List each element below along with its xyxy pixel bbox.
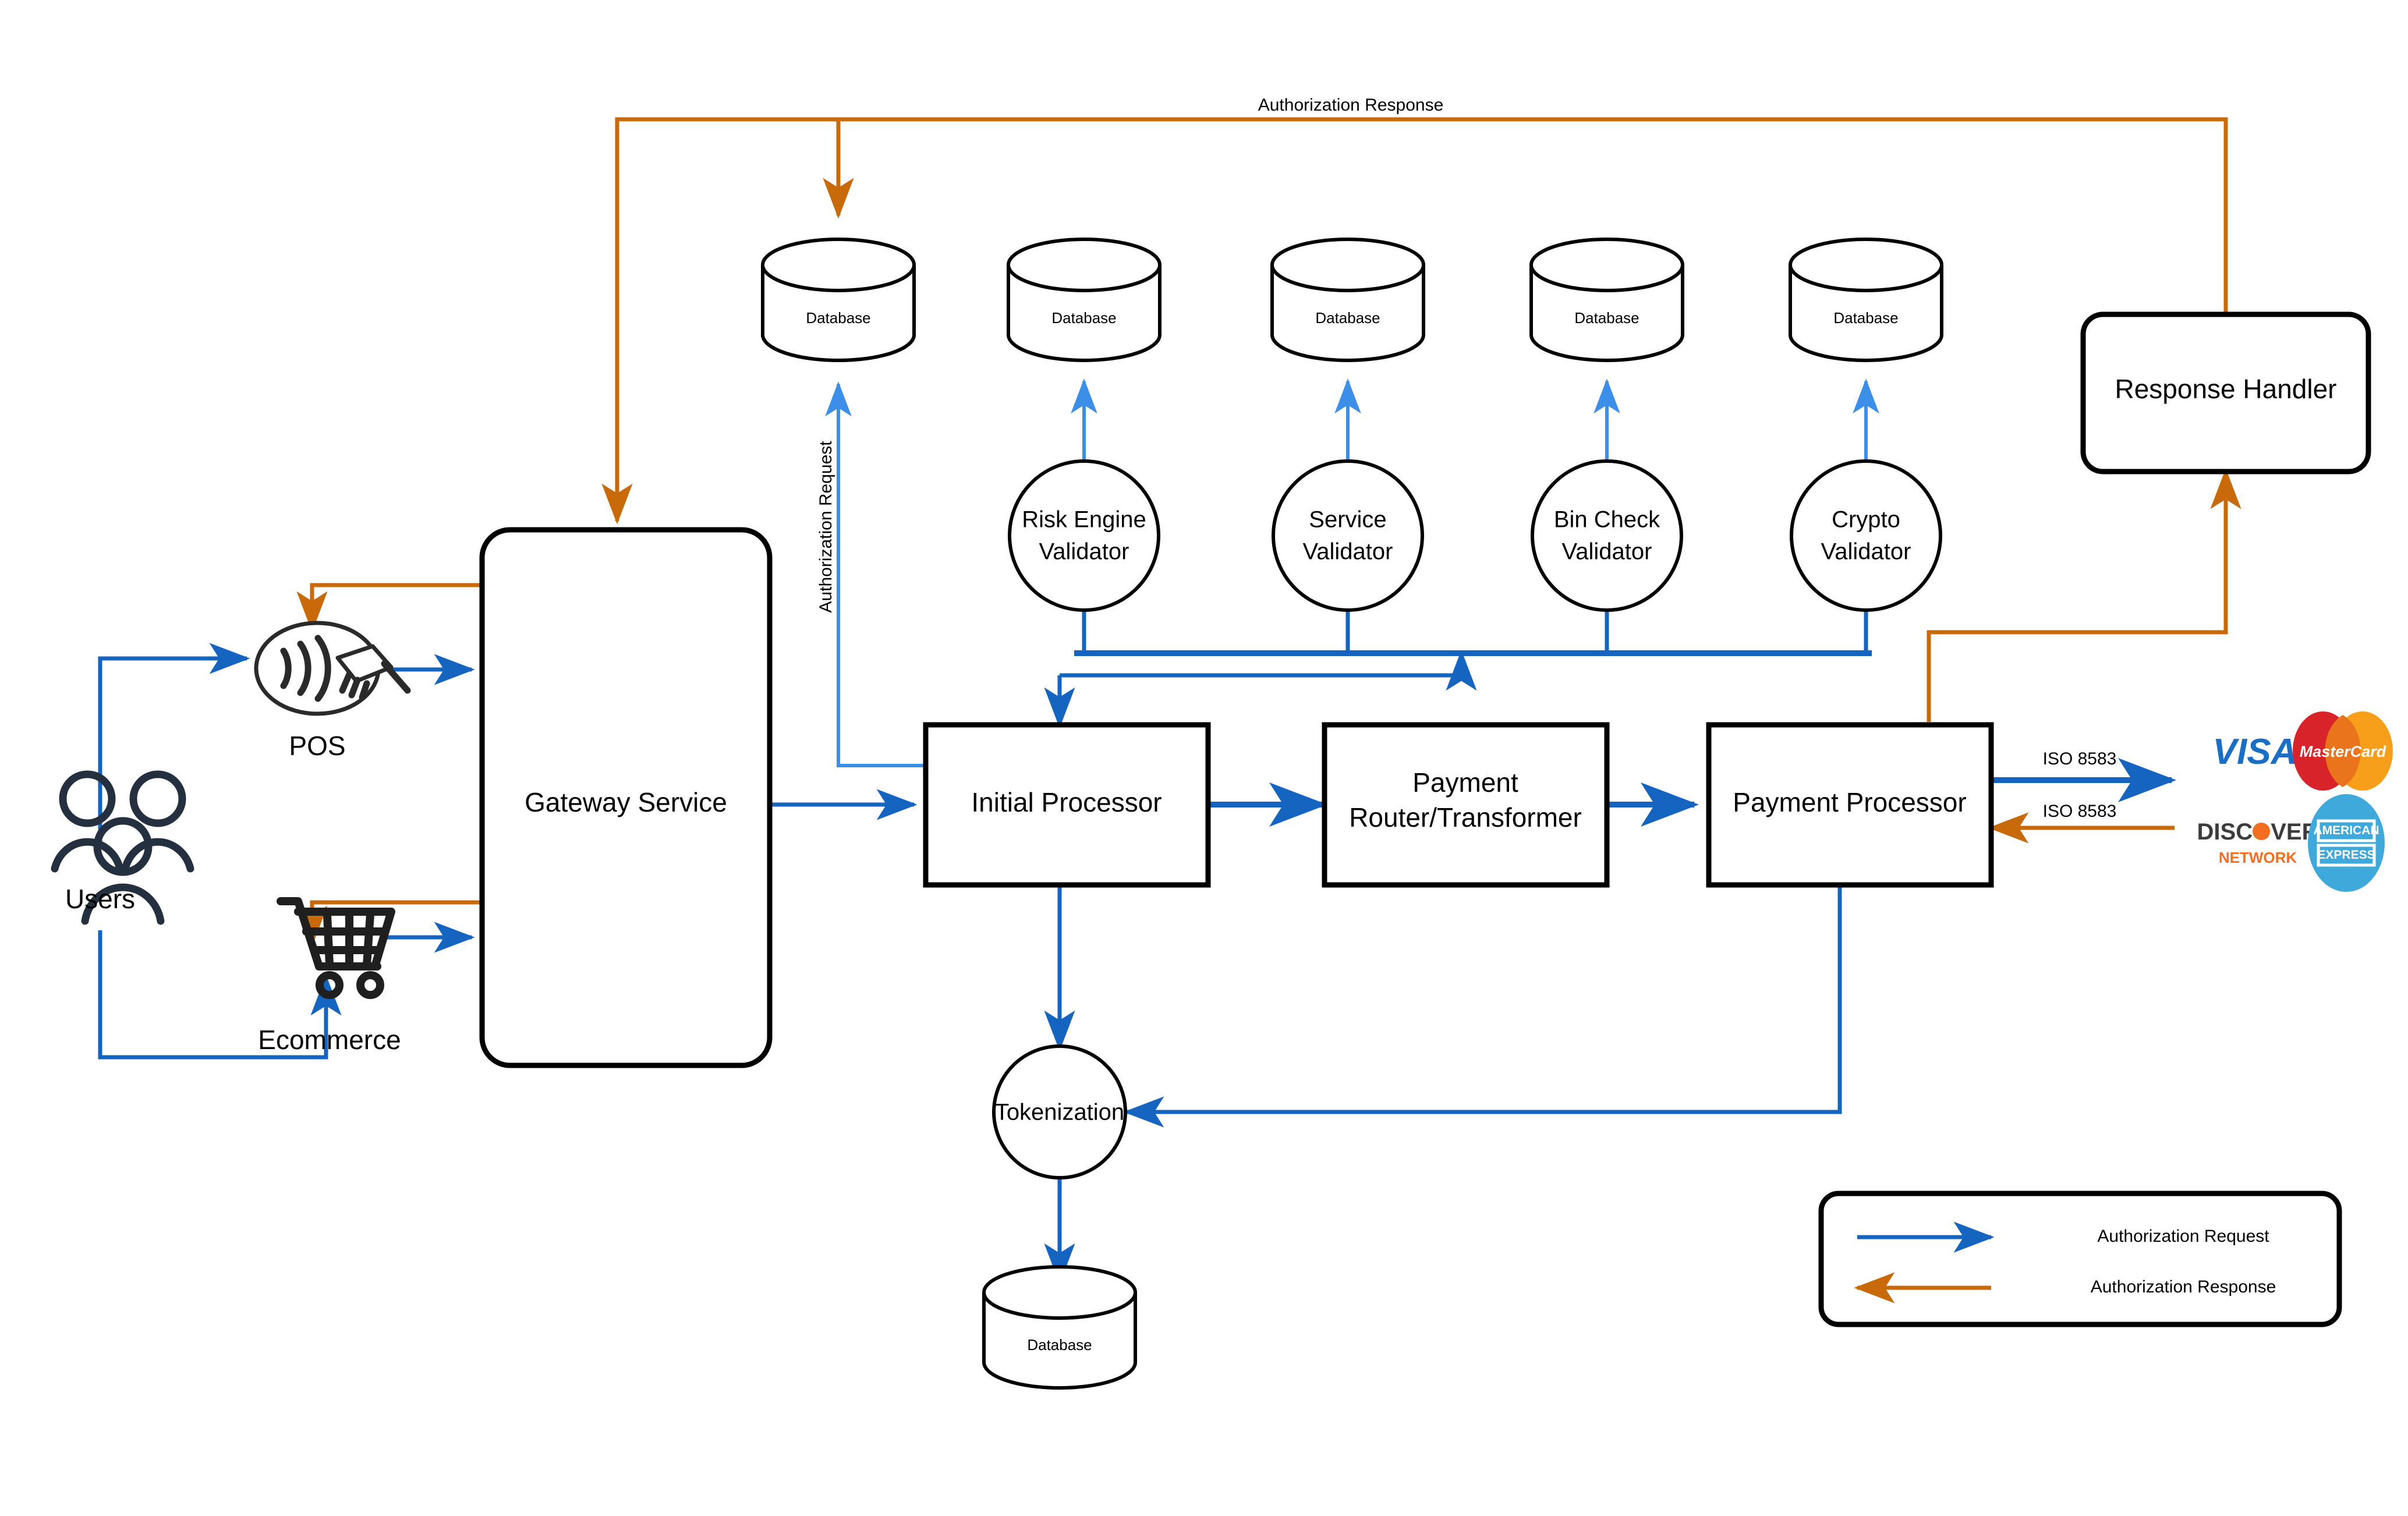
legend-authorization-request: Authorization Request <box>1857 1221 2269 1253</box>
edge-gateway-to-pos-response <box>296 583 482 632</box>
edge-payment-processor-to-response-handler <box>1927 468 2241 722</box>
node-payment-router-line2: Router/Transformer <box>1349 802 1582 833</box>
legend-authorization-request-label: Authorization Request <box>2097 1227 2269 1246</box>
edge-initial-processor-to-gateway-database <box>825 381 926 767</box>
node-payment-processor-label: Payment Processor <box>1733 787 1966 817</box>
node-initial-processor[interactable]: Initial Processor <box>923 722 1211 888</box>
db-gateway[interactable]: Database <box>761 238 916 362</box>
users-label: Users <box>65 884 135 914</box>
db-tokenization[interactable]: Database <box>982 1265 1137 1390</box>
edge-payment-processor-to-tokenization <box>1123 879 1842 1128</box>
node-payment-router-transformer[interactable]: Payment Router/Transformer <box>1322 722 1610 888</box>
validator-risk-engine[interactable]: Risk Engine Validator <box>1008 459 1160 612</box>
edge-users-to-pos <box>98 643 250 848</box>
node-response-handler-label: Response Handler <box>2115 374 2336 404</box>
validator-service-line1: Service <box>1309 507 1386 533</box>
db-service[interactable]: Database <box>1270 238 1425 362</box>
edge-users-to-ecommerce <box>98 930 342 1060</box>
legend-box <box>1818 1191 2342 1327</box>
shopping-cart-icon <box>277 897 395 999</box>
node-payment-router-line1: Payment <box>1412 767 1518 798</box>
validator-crypto-line1: Crypto <box>1832 507 1900 533</box>
validator-crypto[interactable]: Crypto Validator <box>1790 459 1942 612</box>
ecommerce-label: Ecommerce <box>258 1025 401 1055</box>
db-bin-check-label: Database <box>1574 309 1639 327</box>
mastercard-logo: MasterCard <box>2293 711 2393 791</box>
node-gateway-service-label: Gateway Service <box>525 787 727 817</box>
db-risk-engine[interactable]: Database <box>1007 238 1161 362</box>
users-group-icon <box>51 770 194 925</box>
node-payment-processor[interactable]: Payment Processor <box>1706 722 1994 888</box>
node-initial-processor-label: Initial Processor <box>971 787 1161 817</box>
validator-crypto-line2: Validator <box>1821 539 1911 565</box>
visa-logo: VISA <box>2213 732 2297 772</box>
edge-label-authorization-response: Authorization Response <box>1258 95 1444 115</box>
mastercard-logo-text: MasterCard <box>2300 743 2386 760</box>
db-crypto-label: Database <box>1833 309 1898 327</box>
edge-authorization-response-bus <box>601 117 2228 525</box>
db-service-label: Database <box>1315 309 1380 327</box>
validator-bin-check[interactable]: Bin Check Validator <box>1531 459 1683 612</box>
db-gateway-label: Database <box>806 309 870 327</box>
amex-logo: AMERICAN EXPRESS <box>2308 794 2385 892</box>
pos-label: POS <box>289 731 345 761</box>
node-response-handler[interactable]: Response Handler <box>2080 311 2371 474</box>
node-tokenization[interactable]: Tokenization <box>992 1044 1127 1179</box>
validator-bin-check-line1: Bin Check <box>1554 507 1660 533</box>
legend-authorization-response: Authorization Response <box>1854 1272 2276 1304</box>
db-risk-engine-label: Database <box>1051 309 1116 327</box>
amex-logo-line2: EXPRESS <box>2317 848 2375 862</box>
validator-risk-engine-line2: Validator <box>1039 539 1129 565</box>
validator-service[interactable]: Service Validator <box>1272 459 1424 612</box>
discover-logo-sublabel: NETWORK <box>2219 849 2297 866</box>
visa-logo-text: VISA <box>2213 732 2297 772</box>
legend-authorization-response-label: Authorization Response <box>2091 1277 2276 1297</box>
node-gateway-service[interactable]: Gateway Service <box>479 527 773 1068</box>
discover-logo: DISCOVER NETWORK <box>2197 819 2319 866</box>
db-tokenization-label: Database <box>1027 1336 1092 1354</box>
db-bin-check[interactable]: Database <box>1529 238 1684 362</box>
node-tokenization-label: Tokenization <box>995 1100 1124 1125</box>
validator-risk-engine-line1: Risk Engine <box>1022 507 1146 533</box>
edge-label-authorization-request: Authorization Request <box>816 441 835 613</box>
validator-service-line2: Validator <box>1303 539 1393 565</box>
contactless-payment-icon <box>254 621 411 716</box>
validator-bin-check-line2: Validator <box>1562 539 1652 565</box>
iso-8583-request-label: ISO 8583 <box>2043 749 2117 768</box>
db-crypto[interactable]: Database <box>1789 238 1943 362</box>
iso-8583-response-label: ISO 8583 <box>2043 802 2117 821</box>
amex-logo-line1: AMERICAN <box>2313 824 2379 837</box>
legend: Authorization Request Authorization Resp… <box>1818 1191 2342 1327</box>
edge-validators-bus <box>1044 610 1872 728</box>
